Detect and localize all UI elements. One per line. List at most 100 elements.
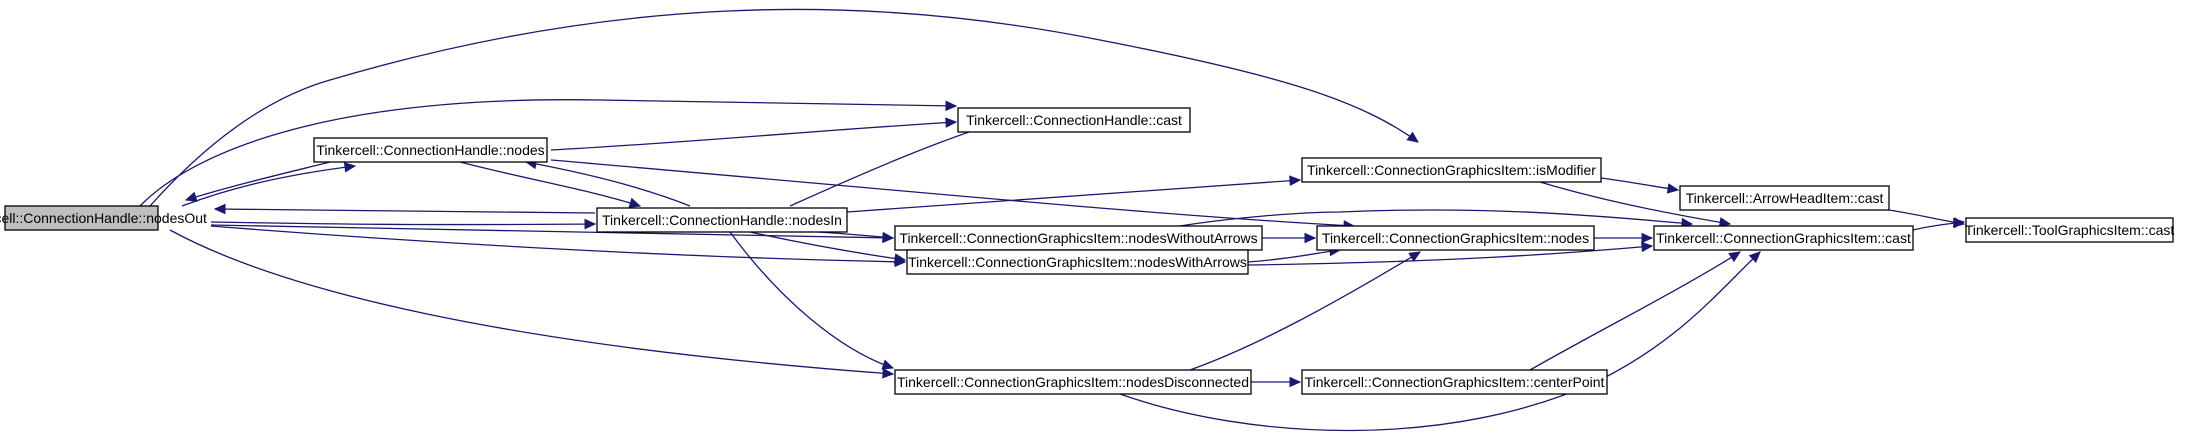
node-nodesWithArrows[interactable]: Tinkercell::ConnectionGraphicsItem::node…	[906, 249, 1249, 275]
edge-line	[459, 161, 641, 207]
arrowhead-icon	[1289, 175, 1302, 186]
edge-line	[729, 231, 894, 369]
edge-line	[1600, 177, 1679, 191]
node-box	[957, 107, 1191, 133]
node-label: Tinkercell::ConnectionGraphicsItem::cent…	[1305, 374, 1605, 390]
edge-cgiCast-to-toolCast	[1912, 217, 1966, 231]
edge-line	[550, 121, 957, 151]
node-label: Tinkercell::ConnectionHandle::nodesOut	[0, 210, 207, 226]
node-cgiNodes[interactable]: Tinkercell::ConnectionGraphicsItem::node…	[1316, 225, 1595, 251]
edge-line	[1119, 251, 1761, 432]
edge-line	[1888, 209, 1965, 225]
node-nodesDisconnected[interactable]: Tinkercell::ConnectionGraphicsItem::node…	[894, 369, 1252, 395]
edge-line	[210, 225, 906, 263]
edge-line	[169, 229, 894, 375]
edge-line	[1247, 249, 1341, 263]
edge-nodesOut-to-chCast	[139, 99, 958, 207]
edge-nodesIn-to-chCast	[789, 119, 1002, 207]
arrowhead-icon	[1728, 251, 1742, 263]
arrowhead-icon	[882, 231, 895, 243]
edge-nodesWithArrows-to-cgiCast	[1247, 241, 1654, 266]
edge-line	[749, 231, 906, 261]
edge-chNodes-to-chCast	[550, 117, 958, 151]
arrowhead-icon	[893, 253, 907, 264]
node-nodesIn[interactable]: Tinkercell::ConnectionHandle::nodesIn	[596, 207, 848, 233]
arrowhead-icon	[213, 203, 226, 215]
node-chNodes[interactable]: Tinkercell::ConnectionHandle::nodes	[313, 137, 548, 163]
edge-nodesDisconnected-to-cgiCast	[1119, 251, 1761, 432]
node-toolCast[interactable]: Tinkercell::ToolGraphicsItem::cast	[1965, 217, 2175, 243]
node-isModifier[interactable]: Tinkercell::ConnectionGraphicsItem::isMo…	[1301, 157, 1602, 183]
edge-line	[139, 99, 957, 207]
node-arrowCast[interactable]: Tinkercell::ArrowHeadItem::cast	[1679, 185, 1890, 211]
node-label: Tinkercell::ConnectionGraphicsItem::cast	[1656, 230, 1911, 246]
node-box	[894, 225, 1263, 251]
node-label: Tinkercell::ConnectionHandle::nodes	[316, 142, 544, 158]
node-nodesOut[interactable]: Tinkercell::ConnectionHandle::nodesOut	[0, 205, 207, 231]
arrowhead-icon	[1666, 183, 1680, 194]
arrowhead-icon	[184, 191, 198, 202]
node-label: Tinkercell::ConnectionGraphicsItem::node…	[908, 254, 1247, 270]
arrowhead-icon	[945, 100, 958, 112]
arrowhead-icon	[584, 218, 597, 230]
node-label: Tinkercell::ConnectionHandle::nodesIn	[602, 212, 842, 228]
edge-line	[214, 208, 596, 214]
edge-nodesWithoutArrows-to-cgiCast	[1261, 232, 1317, 244]
edge-cgiNodes-to-cgiCast	[1593, 232, 1654, 244]
arrowhead-icon	[628, 197, 642, 208]
edge-line	[1189, 251, 1421, 371]
arrowhead-icon	[945, 117, 958, 128]
edge-line	[1529, 251, 1741, 371]
node-cgiCast[interactable]: Tinkercell::ConnectionGraphicsItem::cast	[1653, 225, 1914, 251]
node-box	[906, 249, 1249, 275]
edge-nodesWithoutArrows-to-cgiNodes	[1179, 209, 1694, 229]
arrowhead-icon	[881, 359, 895, 370]
node-box	[596, 207, 848, 233]
edge-centerPoint-to-cgiCast	[1529, 251, 1742, 371]
edge-nodesOut-to-nodesDisconnected	[169, 229, 895, 379]
edge-line	[210, 221, 596, 226]
node-label: Tinkercell::ConnectionHandle::cast	[966, 112, 1182, 128]
edge-line	[525, 161, 691, 207]
edge-line	[185, 161, 331, 201]
edge-nodesOut-to-isModifier	[149, 8, 1419, 207]
arrowhead-icon	[1289, 376, 1302, 388]
node-nodesWithoutArrows[interactable]: Tinkercell::ConnectionGraphicsItem::node…	[894, 225, 1263, 251]
edge-chNodes-to-nodesIn	[459, 161, 642, 208]
edge-line	[789, 121, 1001, 207]
node-label: Tinkercell::ConnectionGraphicsItem::node…	[897, 374, 1249, 390]
edge-arrowCast-to-toolCast	[1888, 209, 1966, 228]
edges-layer	[139, 8, 1966, 432]
edge-nodesIn-to-nodesOut	[213, 203, 596, 215]
node-box	[1316, 225, 1595, 251]
arrowhead-icon	[1408, 251, 1422, 262]
edge-nodesIn-to-nodesWithArrows	[749, 231, 907, 264]
node-box	[313, 137, 548, 163]
node-label: Tinkercell::ToolGraphicsItem::cast	[1965, 222, 2175, 238]
edge-line	[1247, 245, 1653, 266]
arrowhead-icon	[343, 162, 357, 173]
node-label: Tinkercell::ConnectionGraphicsItem::node…	[1322, 230, 1589, 246]
nodes-layer: Tinkercell::ConnectionHandle::nodesOutTi…	[0, 107, 2175, 395]
edge-nodesIn-to-nodesDisconnected	[729, 231, 895, 370]
node-box	[894, 369, 1252, 395]
arrowhead-icon	[1748, 251, 1761, 264]
node-label: Tinkercell::ConnectionGraphicsItem::isMo…	[1307, 162, 1596, 178]
arrowhead-icon	[1641, 232, 1654, 244]
arrowhead-icon	[882, 367, 895, 379]
edge-line	[1179, 209, 1693, 227]
edge-line	[846, 179, 1301, 213]
node-chCast[interactable]: Tinkercell::ConnectionHandle::cast	[957, 107, 1191, 133]
node-box	[1965, 217, 2174, 243]
edge-nodesDisconnected-to-centerPoint	[1251, 376, 1302, 388]
edge-line	[149, 8, 1419, 207]
node-box	[1301, 369, 1608, 395]
node-box	[4, 205, 159, 231]
edge-nodesIn-to-isModifier	[846, 175, 1302, 213]
edge-line	[1539, 181, 1731, 225]
arrowhead-icon	[1641, 241, 1654, 253]
edge-line	[181, 165, 356, 207]
node-box	[1679, 185, 1890, 211]
node-centerPoint[interactable]: Tinkercell::ConnectionGraphicsItem::cent…	[1301, 369, 1608, 395]
